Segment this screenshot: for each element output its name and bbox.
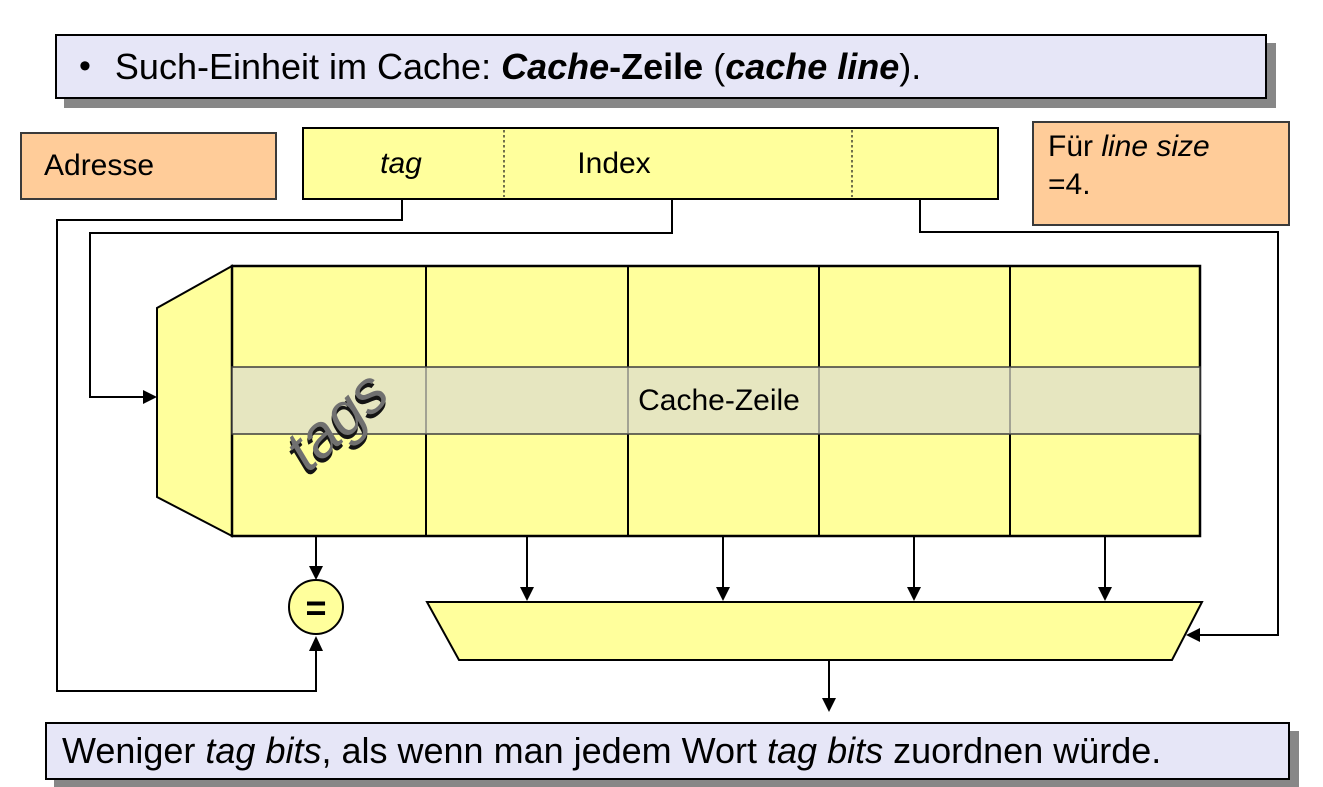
title-part: ( <box>703 45 726 87</box>
tag-field-label: tag <box>380 147 422 180</box>
mux-input-arrowheads <box>520 587 1112 601</box>
equals-symbol: = <box>305 587 327 628</box>
cache-line-label: Cache-Zeile <box>638 384 800 417</box>
line-size-note-line1: Für line size <box>1048 128 1288 166</box>
footer-part: , als wenn man jedem Wort <box>321 730 768 771</box>
line-size-note-line2: =4. <box>1048 168 1091 201</box>
index-connector-line <box>89 199 673 398</box>
title-part: Cache <box>501 45 610 87</box>
footer-part: tag bits <box>205 730 322 771</box>
note-text-italic: line size <box>1101 130 1210 163</box>
cache-line-row-highlight <box>231 366 1201 435</box>
footer-part: zuordnen würde. <box>883 730 1162 771</box>
footer-part: tag bits <box>767 730 884 771</box>
title-part: -Zeile <box>609 45 704 87</box>
tag-connector-line <box>56 199 403 692</box>
mux-output-arrowhead <box>822 698 836 712</box>
mux-trapezoid <box>425 601 1204 661</box>
title-part: cache line <box>725 45 900 87</box>
title-text: Such-Einheit im Cache: Cache-Zeile (cach… <box>115 46 921 88</box>
tags-funnel-shape <box>156 264 233 538</box>
cache-grid-column-borders-in-highlight <box>425 368 1011 433</box>
offset-connector-line <box>919 199 1279 636</box>
address-field-bar <box>302 127 999 200</box>
title-part: ). <box>899 45 922 87</box>
title-box: • Such-Einheit im Cache: Cache-Zeile (ca… <box>55 34 1267 99</box>
title-part: Such-Einheit im Cache: <box>114 45 502 87</box>
line-size-note-box: Für line size =4. <box>1032 121 1290 226</box>
column-arrow-stems <box>526 536 1106 588</box>
adresse-box: Adresse <box>20 132 277 200</box>
note-text: Für <box>1048 130 1102 163</box>
footer-text: Weniger tag bits, als wenn man jedem Wor… <box>62 730 1161 772</box>
cache-grid-column-borders <box>425 266 1011 536</box>
mux-side-arrowhead <box>1186 628 1200 642</box>
comparator-bottom-arrowhead <box>309 636 323 651</box>
adresse-label: Adresse <box>44 149 155 182</box>
index-field-label: Index <box>577 147 651 180</box>
footer-box: Weniger tag bits, als wenn man jedem Wor… <box>45 722 1290 780</box>
bullet-icon: • <box>79 47 91 85</box>
comparator-top-arrowhead <box>309 566 323 580</box>
footer-part: Weniger <box>62 730 206 771</box>
funnel-input-arrowhead <box>143 390 157 404</box>
